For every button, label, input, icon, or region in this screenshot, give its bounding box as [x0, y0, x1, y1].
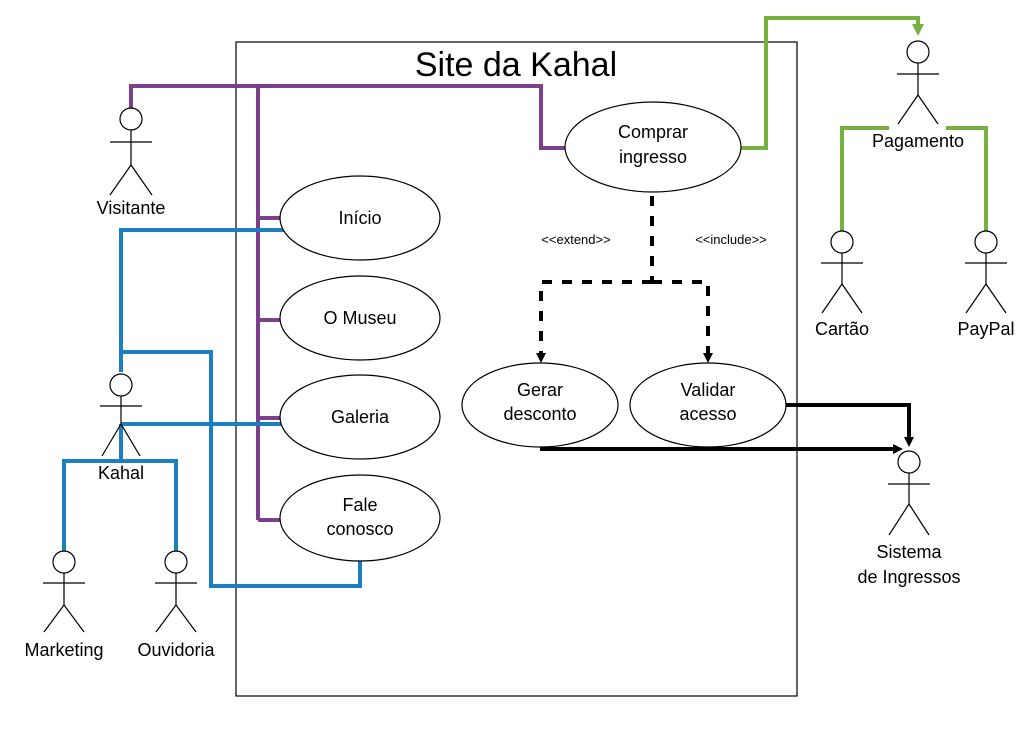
use-case-inicio: Início	[279, 175, 441, 261]
actor-ouvidoria	[155, 550, 197, 633]
kahal-to-marketing	[62, 424, 123, 551]
pagamento-to-cartao	[840, 126, 889, 231]
use-case-galeria-label: Galeria	[331, 407, 390, 427]
actor-paypal-label: PayPal	[957, 319, 1014, 339]
actor-visitante-label: Visitante	[97, 198, 166, 218]
actor-pagamento	[897, 40, 939, 125]
kahal-to-ouvidoria	[121, 459, 178, 551]
use-case-comprar-label-1: Comprar	[618, 122, 688, 142]
use-case-comprar-label-2: ingresso	[619, 147, 687, 167]
use-case-validar-acesso: Validar acesso	[629, 362, 787, 448]
use-case-fale-label-1: Fale	[342, 495, 377, 515]
validar-to-sistema	[785, 403, 914, 447]
include-stereotype: <<include>>	[695, 232, 767, 247]
actor-kahal	[100, 373, 142, 457]
actor-kahal-label: Kahal	[98, 463, 144, 483]
use-case-fale-label-2: conosco	[326, 519, 393, 539]
actor-sistema-label-2: de Ingressos	[857, 567, 960, 587]
include-branch	[652, 280, 713, 363]
comprar-to-pagamento	[740, 16, 924, 150]
actor-cartao	[821, 230, 863, 314]
actor-marketing	[43, 550, 85, 633]
use-case-validar-label-2: acesso	[679, 404, 736, 424]
use-case-galeria: Galeria	[279, 374, 441, 460]
actor-marketing-label: Marketing	[24, 640, 103, 660]
extend-branch	[536, 280, 652, 363]
actor-sistema-label-1: Sistema	[876, 542, 942, 562]
kahal-to-fale	[121, 350, 362, 588]
system-boundary	[235, 41, 798, 697]
use-case-fale-conosco: Fale conosco	[279, 474, 441, 562]
use-case-gerar-label-1: Gerar	[517, 380, 563, 400]
actor-paypal	[965, 230, 1007, 314]
actor-sistema-de-ingressos	[888, 450, 930, 536]
actor-visitante	[109, 107, 153, 196]
use-case-gerar-label-2: desconto	[503, 404, 576, 424]
use-case-comprar-ingresso: Comprar ingresso	[564, 101, 742, 193]
actor-pagamento-label: Pagamento	[872, 131, 964, 151]
kahal-to-inicio	[119, 228, 288, 372]
actor-cartao-label: Cartão	[815, 319, 869, 339]
use-case-inicio-label: Início	[338, 208, 381, 228]
pagamento-to-paypal	[946, 126, 988, 231]
use-case-gerar-desconto: Gerar desconto	[461, 362, 619, 448]
use-case-o-museu-label: O Museu	[323, 308, 396, 328]
visitante-connector	[129, 84, 566, 150]
actor-ouvidoria-label: Ouvidoria	[137, 640, 215, 660]
use-case-o-museu: O Museu	[279, 275, 441, 361]
system-title: Site da Kahal	[415, 46, 617, 84]
extend-stereotype: <<extend>>	[541, 232, 610, 247]
use-case-validar-label-1: Validar	[681, 380, 736, 400]
